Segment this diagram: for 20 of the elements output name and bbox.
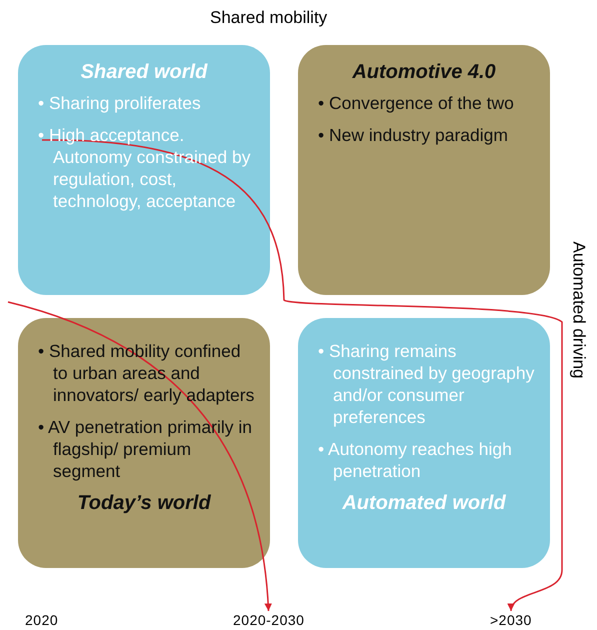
quadrant-title: Shared world [80,61,209,84]
quadrant-title: Automotive 4.0 [351,61,497,84]
quadrant-card [18,318,270,568]
arrow [42,139,563,612]
axis-label: Shared mobility [210,8,328,28]
quadrant-title: Today’s world [76,492,212,515]
bullet-text: • New industry paradigm [318,124,509,146]
arrow [8,301,272,612]
bullet-text: • Convergence of the two [318,92,515,114]
year-label: >2030 [490,612,532,628]
axis-label: Automated driving [568,241,589,379]
year-label: 2020-2030 [233,612,304,628]
quadrant-card [18,45,270,295]
bullet-text: • Sharing proliferates [38,92,202,114]
bullet-text: • Sharing remains constrained by geography and/or consumer preferences [318,340,536,428]
year-label: 2020 [25,612,58,628]
quadrant-title: Automated world [341,492,507,515]
bullet-text: • Autonomy reaches high penetration [318,438,513,482]
quadrant-card [298,318,550,568]
quadrant-card [298,45,550,295]
